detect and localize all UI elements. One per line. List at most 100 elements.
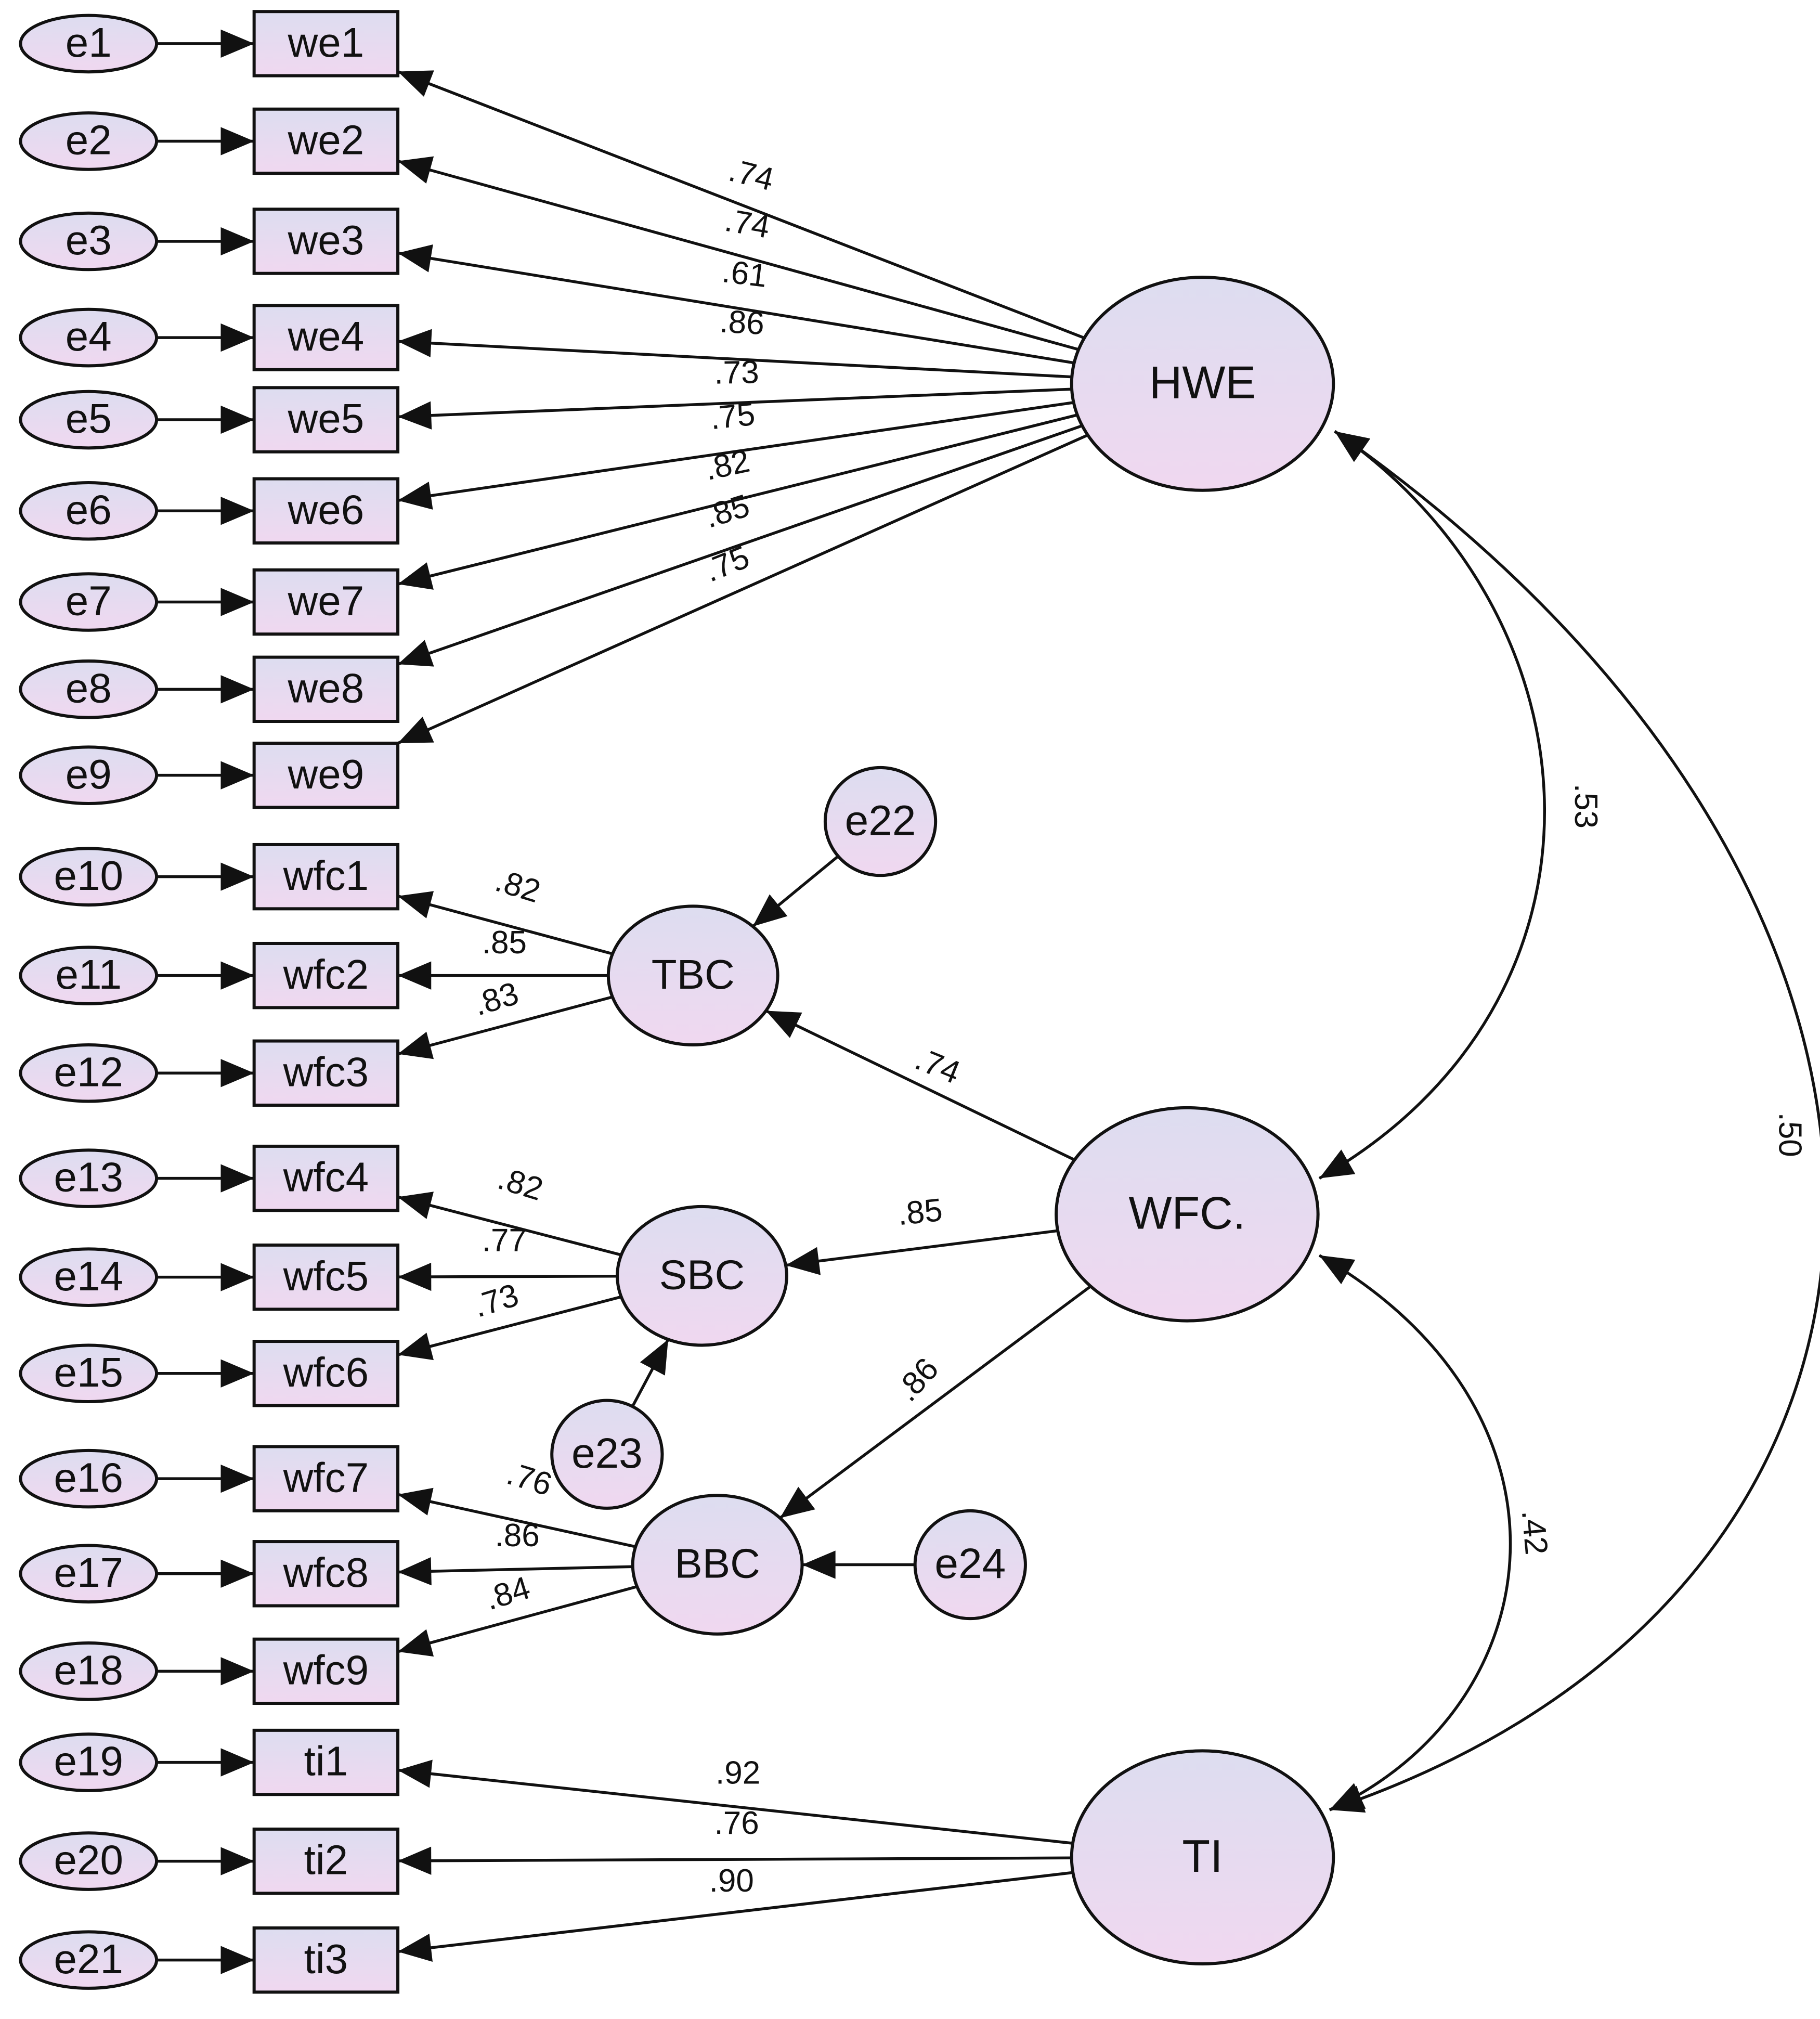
coefficient-wfc-ti: .42 [1515, 1508, 1554, 1556]
error-e7: e7 [19, 572, 159, 632]
edge-hwe-to-we1-arrowhead [398, 70, 434, 97]
edge-wfc-to-ti-curve [1318, 1254, 1512, 1811]
indicator-ti3: ti3 [252, 1926, 400, 1994]
error-e4-ellipse [19, 307, 159, 368]
edge-wfc-to-sbc [785, 1229, 1058, 1275]
indicator-wfc9: wfc9 [252, 1637, 400, 1705]
edge-hwe-to-we7-arrowhead [398, 562, 434, 590]
edge-tbc-to-wfc1 [397, 891, 613, 955]
edge-e18-to-wfc9-arrowhead [220, 1657, 254, 1686]
edge-hwe-to-we9-arrowhead [398, 717, 434, 743]
edge-e3-to-we3 [157, 227, 254, 256]
edge-tbc-to-wfc3-line [397, 995, 613, 1056]
indicator-wfc3: wfc3 [252, 1039, 400, 1107]
edge-ti-to-ti1-arrowhead [398, 1759, 433, 1788]
error-e13: e13 [19, 1148, 159, 1208]
indicator-wfc4-box [252, 1144, 400, 1212]
error-e15: e15 [19, 1343, 159, 1404]
error-e8-label: e8 [66, 665, 112, 711]
indicator-wfc7-label: wfc7 [283, 1454, 369, 1500]
indicator-we6: we6 [252, 477, 400, 545]
edge-sbc-to-wfc6-arrowhead [398, 1332, 434, 1361]
coefficient-hwe-we6: .75 [708, 396, 757, 437]
error-e6: e6 [19, 481, 159, 541]
error-e23: e23 [550, 1399, 664, 1510]
indicator-wfc9-box [252, 1637, 400, 1705]
indicator-we3-box [252, 208, 400, 275]
error-e14-label: e14 [54, 1253, 123, 1299]
edge-e8-to-we8-arrowhead [220, 675, 254, 704]
indicator-wfc2: wfc2 [252, 941, 400, 1010]
edge-tbc-to-wfc2-arrowhead [398, 961, 432, 990]
indicator-we2: we2 [252, 107, 400, 175]
edge-hwe-to-we5 [397, 387, 1072, 430]
edge-hwe-to-we1-line [397, 70, 1085, 340]
error-e2-ellipse [19, 111, 159, 171]
indicator-ti2: ti2 [252, 1827, 400, 1895]
edge-sbc-to-wfc4-line [397, 1195, 622, 1257]
error-e4-label: e4 [66, 313, 112, 359]
edge-e5-to-we5-arrowhead [220, 405, 254, 434]
edge-e9-to-we9-arrowhead [220, 761, 254, 790]
edge-hwe-to-we2-line [397, 160, 1079, 351]
edge-hwe-to-we2-arrowhead [398, 156, 434, 184]
edge-sbc-to-wfc6-line [397, 1295, 622, 1356]
edge-wfc-to-tbc [765, 1009, 1075, 1161]
coefficient-hwe-we3: .61 [720, 253, 769, 294]
error-e13-label: e13 [54, 1154, 123, 1200]
latent-tbc-label: TBC [652, 951, 735, 998]
error-e11-ellipse [19, 946, 159, 1005]
edge-hwe-to-we2 [397, 156, 1079, 351]
coefficient-hwe-we4: .86 [719, 304, 765, 342]
edge-e10-to-wfc1 [157, 862, 254, 891]
indicator-we5: we5 [252, 386, 400, 454]
error-e18: e18 [19, 1641, 159, 1701]
edge-wfc-to-ti-arrowhead-start [1319, 1255, 1356, 1285]
edge-e5-to-we5 [157, 405, 254, 434]
error-e24: e24 [913, 1509, 1027, 1621]
edge-hwe-to-we3 [397, 244, 1075, 365]
edge-tbc-to-wfc2 [398, 961, 608, 990]
indicator-wfc5-box [252, 1243, 400, 1311]
error-e10: e10 [19, 847, 159, 907]
edge-e16-to-wfc7 [157, 1464, 254, 1493]
edge-wfc-to-bbc-arrowhead [779, 1486, 815, 1518]
edge-hwe-to-we4 [397, 329, 1072, 379]
error-e23-label: e23 [571, 1430, 643, 1477]
error-e11-label: e11 [56, 951, 122, 998]
indicator-ti1-box [252, 1728, 400, 1796]
indicator-we4: we4 [252, 304, 400, 371]
indicator-we9: we9 [252, 741, 400, 809]
error-e22-label: e22 [845, 797, 916, 844]
indicator-we2-label: we2 [287, 117, 364, 163]
latent-wfc-label: WFC. [1128, 1187, 1245, 1238]
edge-e4-to-we4 [157, 323, 254, 352]
error-e24-ellipse [913, 1509, 1027, 1621]
indicator-wfc6-label: wfc6 [283, 1349, 369, 1395]
indicator-we8-label: we8 [287, 665, 364, 711]
latent-bbc: BBC [631, 1494, 804, 1636]
indicator-we8: we8 [252, 655, 400, 723]
error-e10-ellipse [19, 847, 159, 907]
edge-wfc-to-sbc-arrowhead [785, 1247, 821, 1275]
edge-hwe-to-we8 [397, 424, 1083, 667]
indicator-we9-box [252, 741, 400, 809]
indicator-wfc8-box [252, 1540, 400, 1608]
indicator-we4-box [252, 304, 400, 371]
error-e9: e9 [19, 745, 159, 805]
edge-e15-to-wfc6 [157, 1359, 254, 1388]
latent-sbc-ellipse [616, 1205, 788, 1347]
edge-e3-to-we3-arrowhead [220, 227, 254, 256]
error-e19: e19 [19, 1732, 159, 1792]
edge-bbc-to-wfc7-arrowhead [398, 1487, 434, 1516]
edge-e19-to-ti1 [157, 1748, 254, 1777]
edge-e24-to-bbc [802, 1550, 915, 1579]
error-e23-ellipse [550, 1399, 664, 1510]
error-e22-ellipse [823, 766, 938, 877]
edge-bbc-to-wfc8-arrowhead [398, 1557, 432, 1586]
coefficient-hwe-ti: .50 [1772, 1112, 1808, 1157]
error-e16: e16 [19, 1448, 159, 1509]
error-e13-ellipse [19, 1148, 159, 1208]
latent-bbc-label: BBC [674, 1541, 760, 1587]
